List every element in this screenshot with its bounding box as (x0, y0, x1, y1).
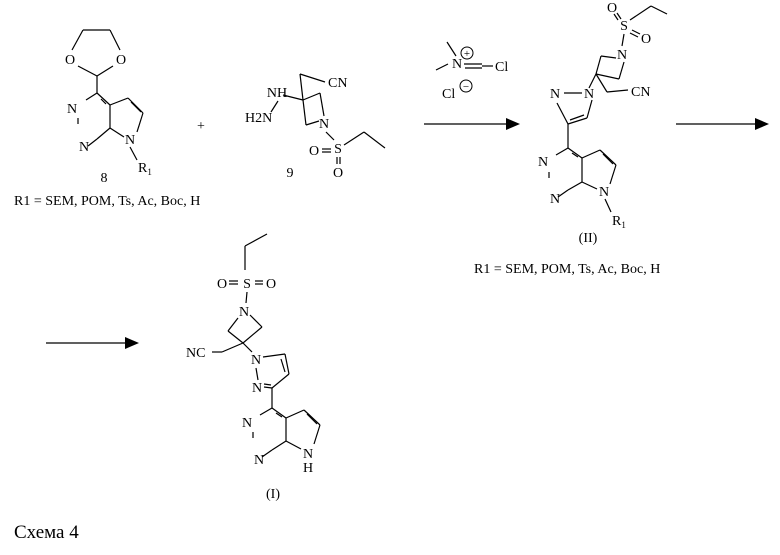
nitrile-label: CN (328, 76, 347, 91)
compound-9-number: 9 (287, 166, 294, 181)
oxygen-atom-label: O (607, 1, 617, 16)
nitrogen-atom-label: N (252, 381, 262, 396)
chloride-ion-label: Cl (442, 87, 455, 102)
reaction-arrow (46, 337, 139, 349)
nitrogen-atom-label: N (319, 117, 329, 132)
compound-II-number: (II) (579, 231, 598, 246)
positive-charge-label: + (464, 48, 470, 60)
nitrogen-atom-label: N (550, 87, 560, 102)
nitrile-label: CN (631, 85, 650, 100)
nitrogen-atom-label: N (254, 453, 264, 468)
sulfur-atom-label: S (620, 19, 628, 34)
nitrogen-atom-label: N (599, 185, 609, 200)
vilsmeier-reagent: N + Cl Cl − (436, 42, 508, 102)
nitrogen-atom-label: N (617, 48, 627, 63)
reaction-arrow (424, 118, 520, 130)
nitrogen-atom-label: N (251, 353, 261, 368)
oxygen-atom-label: O (641, 32, 651, 47)
sulfur-atom-label: S (243, 277, 251, 292)
plus-sign: + (197, 119, 205, 134)
scheme-caption: Схема 4 (14, 522, 79, 543)
r-group-label: R1 (612, 214, 626, 230)
nitrogen-atom-label: N (239, 305, 249, 320)
nitrogen-atom-label: N (550, 192, 560, 207)
oxygen-atom-label: O (266, 277, 276, 292)
compound-I-structure: S O O N NC N N N (186, 234, 320, 502)
oxygen-atom-label: O (65, 53, 75, 68)
negative-charge-label: − (463, 81, 469, 93)
oxygen-atom-label: O (217, 277, 227, 292)
compound-I-number: (I) (266, 487, 280, 502)
compound-9-structure: NH H2N N CN S O O 9 (245, 74, 385, 181)
nitrile-label: NC (186, 346, 205, 361)
nitrogen-atom-label: N (538, 155, 548, 170)
nitrogen-atom-label: N (242, 416, 252, 431)
chlorine-atom-label: Cl (495, 60, 508, 75)
compound-8-number: 8 (101, 171, 108, 186)
nitrogen-atom-label: N (67, 102, 77, 117)
nitrogen-atom-label: N (79, 140, 89, 155)
sulfur-atom-label: S (334, 142, 342, 157)
oxygen-atom-label: O (309, 144, 319, 159)
compound-8-structure: O O N N N R1 8 (65, 30, 152, 186)
compound-II-structure: S O O N CN N N N N (538, 1, 667, 246)
nitrogen-atom-label: N (303, 447, 313, 462)
oxygen-atom-label: O (333, 166, 343, 181)
reaction-arrow (676, 118, 769, 130)
nitrogen-atom-label: N (584, 87, 594, 102)
nitrogen-atom-label: N (125, 133, 135, 148)
r-group-label: R1 (138, 161, 152, 177)
compound-8-r-group-note: R1 = SEM, POM, Ts, Ac, Boc, H (14, 194, 200, 209)
compound-II-r-group-note: R1 = SEM, POM, Ts, Ac, Boc, H (474, 262, 660, 277)
oxygen-atom-label: O (116, 53, 126, 68)
nitrogen-atom-label: N (452, 57, 462, 72)
h2n-group-label: H2N (245, 111, 272, 126)
nh-group-label: NH (267, 86, 287, 101)
hydrogen-atom-label: H (303, 461, 313, 476)
